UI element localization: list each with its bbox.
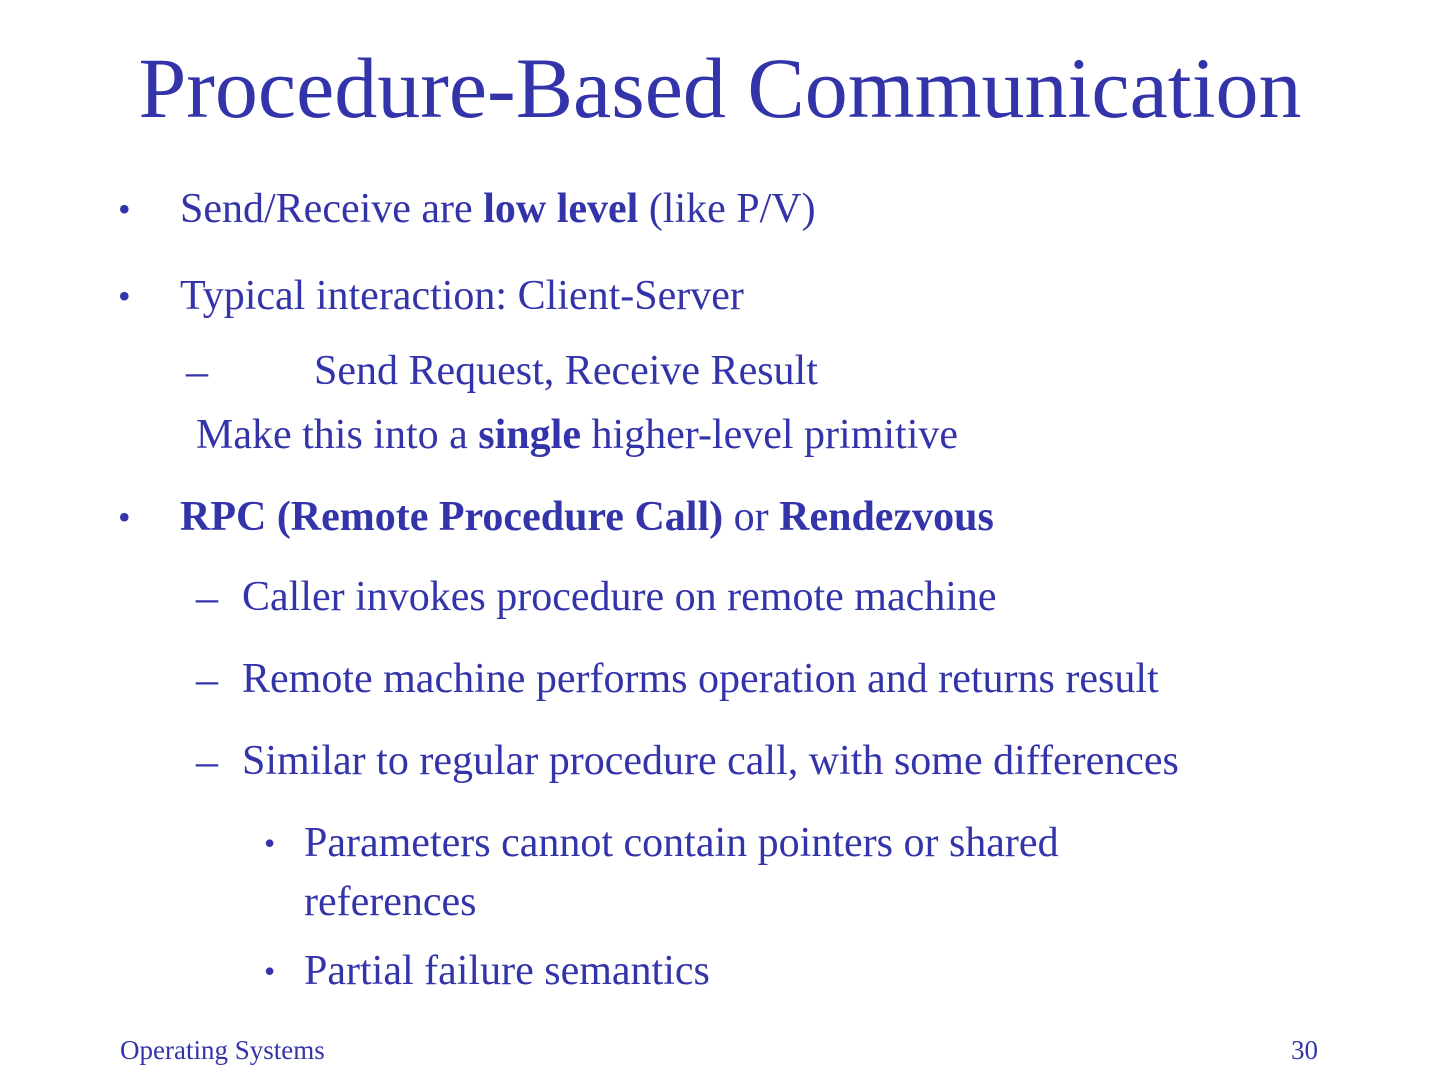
subbullet-send-request: – Send Request, Receive Result (186, 342, 1440, 401)
page-number: 30 (1291, 1035, 1318, 1066)
subbullet-remote: – Remote machine performs operation and … (196, 650, 1440, 709)
bullet-marker: • (264, 825, 276, 862)
footer-label: Operating Systems (120, 1035, 325, 1066)
subsubbullet-parameters: • Parameters cannot contain pointers or … (264, 814, 1440, 932)
text-segment-bold: RPC (Remote Procedure Call) (180, 494, 724, 541)
bullet-text: Caller invokes procedure on remote machi… (242, 574, 997, 621)
dash-marker: – (196, 573, 218, 623)
text-segment-bold: single (478, 412, 581, 459)
slide-body: • Send/Receive are low level (like P/V) … (0, 180, 1440, 1001)
dash-marker: – (196, 655, 218, 705)
bullet-text: Partial failure semantics (304, 948, 710, 995)
bullet-typical-interaction: • Typical interaction: Client-Server (118, 267, 1440, 326)
bullet-marker: • (118, 276, 131, 317)
subbullet-similar: – Similar to regular procedure call, wit… (196, 732, 1440, 791)
bullet-text: Typical interaction: Client-Server (180, 273, 744, 320)
text-segment-bold: Rendezvous (779, 494, 994, 541)
subbullet-caller: – Caller invokes procedure on remote mac… (196, 568, 1440, 627)
bullet-marker: • (118, 497, 131, 538)
note-text: Make this into a single higher-level pri… (196, 406, 958, 465)
bullet-text: Similar to regular procedure call, with … (242, 738, 1179, 785)
bullet-text: Send/Receive are low level (like P/V) (180, 180, 816, 239)
text-segment-bold: low level (483, 186, 639, 233)
bullet-text: Remote machine performs operation and re… (242, 656, 1159, 703)
text-segment: higher-level primitive (580, 412, 959, 459)
bullet-text: Send Request, Receive Result (314, 348, 818, 395)
dash-marker: – (186, 347, 208, 397)
slide-title: Procedure-Based Communication (138, 40, 1302, 136)
subsubbullet-partial-failure: • Partial failure semantics (264, 942, 1440, 1001)
bullet-text: RPC (Remote Procedure Call) or Rendezvou… (180, 488, 994, 547)
text-segment: Make this into a (196, 412, 479, 459)
bullet-marker: • (264, 953, 276, 990)
note-make-single: Make this into a single higher-level pri… (196, 406, 1440, 465)
text-segment: or (723, 494, 780, 541)
bullet-send-receive: • Send/Receive are low level (like P/V) (118, 180, 1440, 239)
bullet-text: Parameters cannot contain pointers or sh… (304, 820, 1059, 926)
bullet-rpc: • RPC (Remote Procedure Call) or Rendezv… (118, 488, 1440, 547)
dash-marker: – (196, 737, 218, 787)
bullet-marker: • (118, 189, 131, 230)
text-segment: (like P/V) (638, 186, 816, 233)
text-segment: Send/Receive are (180, 186, 484, 233)
